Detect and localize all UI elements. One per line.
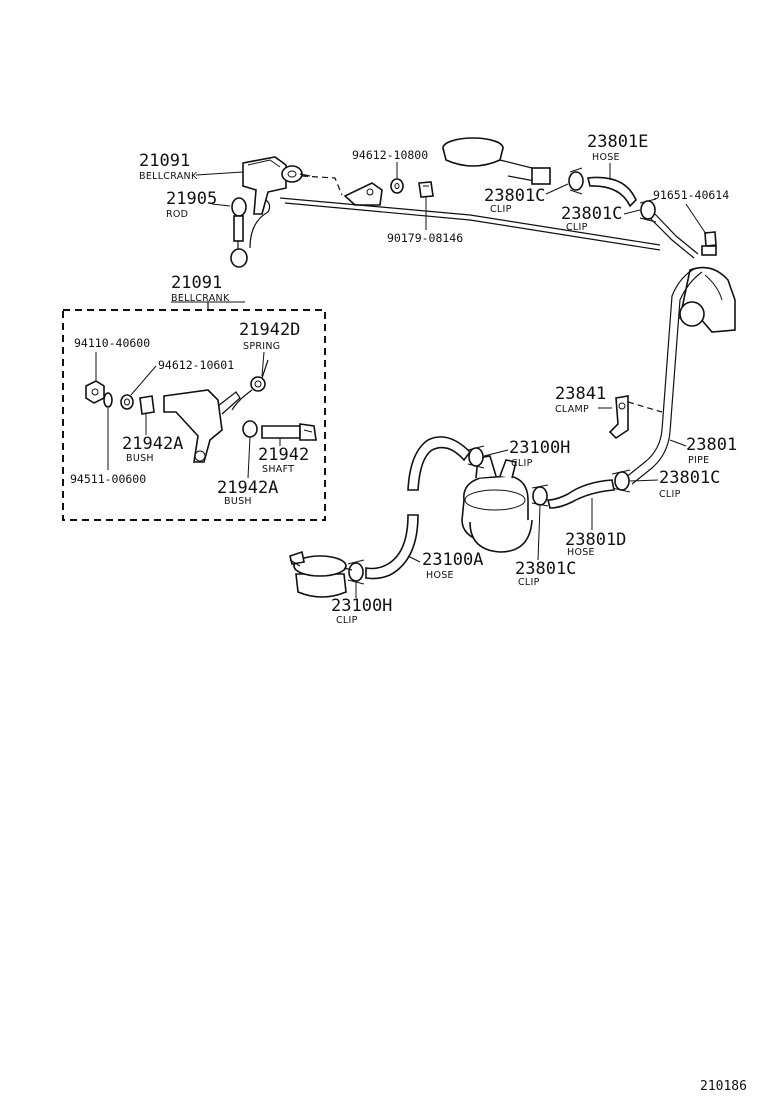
hose-23801e-part[interactable] <box>587 176 637 208</box>
shaft-21942-number: 21942 <box>258 445 309 465</box>
clip-23100h-top-label: CLIP <box>511 458 533 469</box>
bush-21942a-bottom-label: BUSH <box>224 496 252 507</box>
linkage-dashed-line <box>301 175 343 196</box>
linkage-bracket-part[interactable] <box>343 182 383 206</box>
washer-94511-00600-number: 94511-00600 <box>70 472 146 486</box>
fuel-filter-part[interactable] <box>289 550 353 598</box>
clip-23801c-upper-right-number: 23801C <box>561 204 622 224</box>
hose-23100a-part[interactable] <box>365 514 419 580</box>
washer-94612-10800-part[interactable] <box>390 178 404 194</box>
rod-number: 21905 <box>166 189 217 209</box>
nut-90179-08146-part[interactable] <box>418 181 434 198</box>
nut-94110-40600-part[interactable] <box>85 380 105 404</box>
spring-21942d-number: 21942D <box>239 320 300 340</box>
bellcrank-group-number: 21091 <box>171 273 222 293</box>
clip-23801c-bottom-part[interactable] <box>531 484 549 507</box>
washer-94511-00600-part[interactable] <box>103 392 113 408</box>
washer-94612-10800-number: 94612-10800 <box>352 148 428 162</box>
rod-part[interactable] <box>230 197 271 268</box>
hose-23801d-number: 23801D <box>565 530 626 550</box>
hose-23801e-number: 23801E <box>587 132 648 152</box>
hose-23801d-part[interactable] <box>546 479 615 509</box>
bush-21942a-left-part[interactable] <box>139 395 155 415</box>
washer-94612-10601-part[interactable] <box>120 394 134 410</box>
bellcrank-lever-part[interactable] <box>163 389 241 463</box>
clamp-23841-label: CLAMP <box>555 404 589 415</box>
clip-23100h-top-part[interactable] <box>467 445 485 469</box>
clip-23801c-mid-right-part[interactable] <box>611 469 631 493</box>
bellcrank-top-part[interactable] <box>242 156 311 215</box>
pump-outlet-hose-part[interactable] <box>407 436 472 491</box>
nut-94110-40600-number: 94110-40600 <box>74 336 150 350</box>
bush-21942a-bottom-number: 21942A <box>217 478 278 498</box>
clip-23801c-bottom-number: 23801C <box>515 559 576 579</box>
pipe-23801-part[interactable] <box>624 267 703 485</box>
bellcrank-top-number: 21091 <box>139 151 190 171</box>
clamp-23841-part[interactable] <box>608 395 629 440</box>
clip-23100h-top-number: 23100H <box>509 438 570 458</box>
clip-23801c-mid-right-number: 23801C <box>659 468 720 488</box>
clamp-dashed-line <box>627 401 663 413</box>
clip-23100h-bottom-part[interactable] <box>347 559 365 585</box>
pipe-23801-label: PIPE <box>688 455 709 466</box>
spring-21942d-part[interactable] <box>231 359 269 411</box>
bolt-91651-40614-part[interactable] <box>701 231 717 256</box>
fuel-fitting-upper-right-part[interactable] <box>679 266 736 333</box>
bush-21942a-bottom-part[interactable] <box>242 420 258 438</box>
washer-94612-10601-number: 94612-10601 <box>158 358 234 372</box>
figure-id: 210186 <box>700 1079 747 1094</box>
clip-23801c-top-label: CLIP <box>490 204 512 215</box>
shaft-21942-label: SHAFT <box>262 464 294 475</box>
clip-23100h-bottom-label: CLIP <box>336 615 358 626</box>
hose-23100a-label: HOSE <box>426 570 454 581</box>
hose-23100a-number: 23100A <box>422 550 483 570</box>
hose-23801d-label: HOSE <box>567 547 595 558</box>
spring-21942d-label: SPRING <box>243 341 280 352</box>
clip-23801c-upper-right-label: CLIP <box>566 222 588 233</box>
clip-23801c-bottom-label: CLIP <box>518 577 540 588</box>
clip-23801c-upper-right-part[interactable] <box>639 198 657 223</box>
nut-90179-08146-number: 90179-08146 <box>387 231 463 245</box>
carburetor-top-part[interactable] <box>442 137 551 185</box>
bellcrank-group-label: BELLCRANK <box>171 293 230 304</box>
hose-23801e-label: HOSE <box>592 152 620 163</box>
clip-23100h-bottom-number: 23100H <box>331 596 392 616</box>
fuel-pump-part[interactable] <box>461 455 533 553</box>
clip-23801c-top-part[interactable] <box>568 167 584 195</box>
clip-23801c-top-number: 23801C <box>484 186 545 206</box>
shaft-21942-part[interactable] <box>261 423 317 441</box>
bellcrank-top-label: BELLCRANK <box>139 171 198 182</box>
pipe-23801-number: 23801 <box>686 435 737 455</box>
bush-21942a-left-label: BUSH <box>126 453 154 464</box>
clamp-23841-number: 23841 <box>555 384 606 404</box>
clip-23801c-mid-right-label: CLIP <box>659 489 681 500</box>
bolt-91651-40614-number: 91651-40614 <box>653 188 729 202</box>
bush-21942a-left-number: 21942A <box>122 434 183 454</box>
bellcrank-group-box <box>62 309 326 521</box>
throttle-cable-line <box>279 197 661 246</box>
rod-label: ROD <box>166 209 188 220</box>
